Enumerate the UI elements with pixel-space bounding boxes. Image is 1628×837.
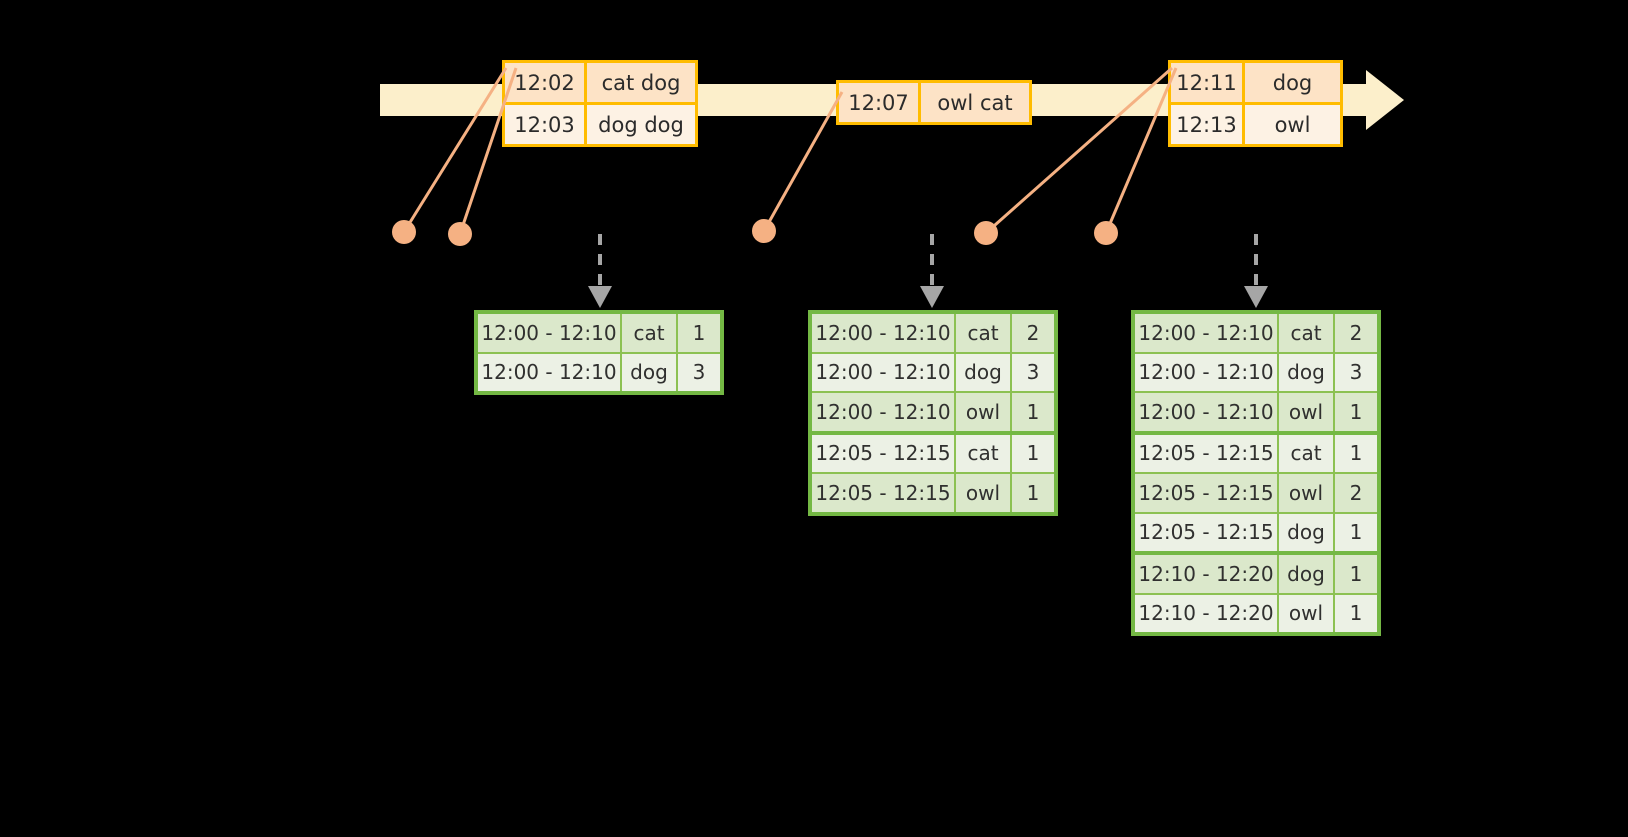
event-timestamp: 12:03	[505, 105, 587, 144]
result-word: owl	[1279, 474, 1335, 512]
result-word: cat	[622, 314, 678, 352]
connector-dot-4	[974, 221, 998, 245]
event-words: owl	[1245, 105, 1340, 144]
result-count: 2	[1335, 314, 1377, 352]
connector-dot-3	[752, 219, 776, 243]
result-window: 12:00 - 12:10	[812, 353, 956, 391]
result-window: 12:00 - 12:10	[1135, 393, 1279, 431]
result-window: 12:05 - 12:15	[812, 434, 956, 472]
result-count: 1	[1335, 513, 1377, 551]
result-word: cat	[1279, 314, 1335, 352]
result-word: owl	[956, 393, 1012, 431]
result-window: 12:05 - 12:15	[1135, 434, 1279, 472]
result-count: 1	[1335, 594, 1377, 632]
result-word: dog	[956, 353, 1012, 391]
result-word: cat	[956, 434, 1012, 472]
event-timestamp: 12:07	[839, 83, 921, 122]
result-window: 12:05 - 12:15	[812, 474, 956, 512]
result-word: cat	[956, 314, 1012, 352]
event-words: owl cat	[921, 83, 1029, 122]
event-words: cat dog	[587, 63, 695, 102]
result-count: 2	[1335, 474, 1377, 512]
result-window: 12:05 - 12:15	[1135, 513, 1279, 551]
result-word: dog	[1279, 555, 1335, 593]
result-count: 1	[1335, 555, 1377, 593]
result-count: 1	[1335, 434, 1377, 472]
connector-dot-2	[448, 222, 472, 246]
result-window: 12:00 - 12:10	[812, 314, 956, 352]
result-window: 12:00 - 12:10	[478, 353, 622, 391]
result-count: 3	[678, 353, 720, 391]
result-window: 12:00 - 12:10	[478, 314, 622, 352]
timeline-arrowhead	[1366, 70, 1404, 130]
result-window: 12:05 - 12:15	[1135, 474, 1279, 512]
connector-dot-1	[392, 220, 416, 244]
result-word: dog	[622, 353, 678, 391]
result-word: dog	[1279, 513, 1335, 551]
result-window: 12:10 - 12:20	[1135, 594, 1279, 632]
result-word: cat	[1279, 434, 1335, 472]
result-count: 2	[1012, 314, 1054, 352]
result-count: 1	[1012, 393, 1054, 431]
event-words: dog	[1245, 63, 1340, 102]
result-count: 3	[1012, 353, 1054, 391]
result-word: owl	[956, 474, 1012, 512]
event-timestamp: 12:13	[1171, 105, 1245, 144]
result-word: dog	[1279, 353, 1335, 391]
result-count: 1	[1012, 434, 1054, 472]
result-count: 3	[1335, 353, 1377, 391]
connector-dot-5	[1094, 221, 1118, 245]
result-count: 1	[678, 314, 720, 352]
result-window: 12:00 - 12:10	[812, 393, 956, 431]
event-timestamp: 12:11	[1171, 63, 1245, 102]
event-words: dog dog	[587, 105, 695, 144]
result-window: 12:00 - 12:10	[1135, 353, 1279, 391]
result-window: 12:00 - 12:10	[1135, 314, 1279, 352]
result-window: 12:10 - 12:20	[1135, 555, 1279, 593]
result-count: 1	[1335, 393, 1377, 431]
result-count: 1	[1012, 474, 1054, 512]
result-word: owl	[1279, 393, 1335, 431]
event-timestamp: 12:02	[505, 63, 587, 102]
result-word: owl	[1279, 594, 1335, 632]
